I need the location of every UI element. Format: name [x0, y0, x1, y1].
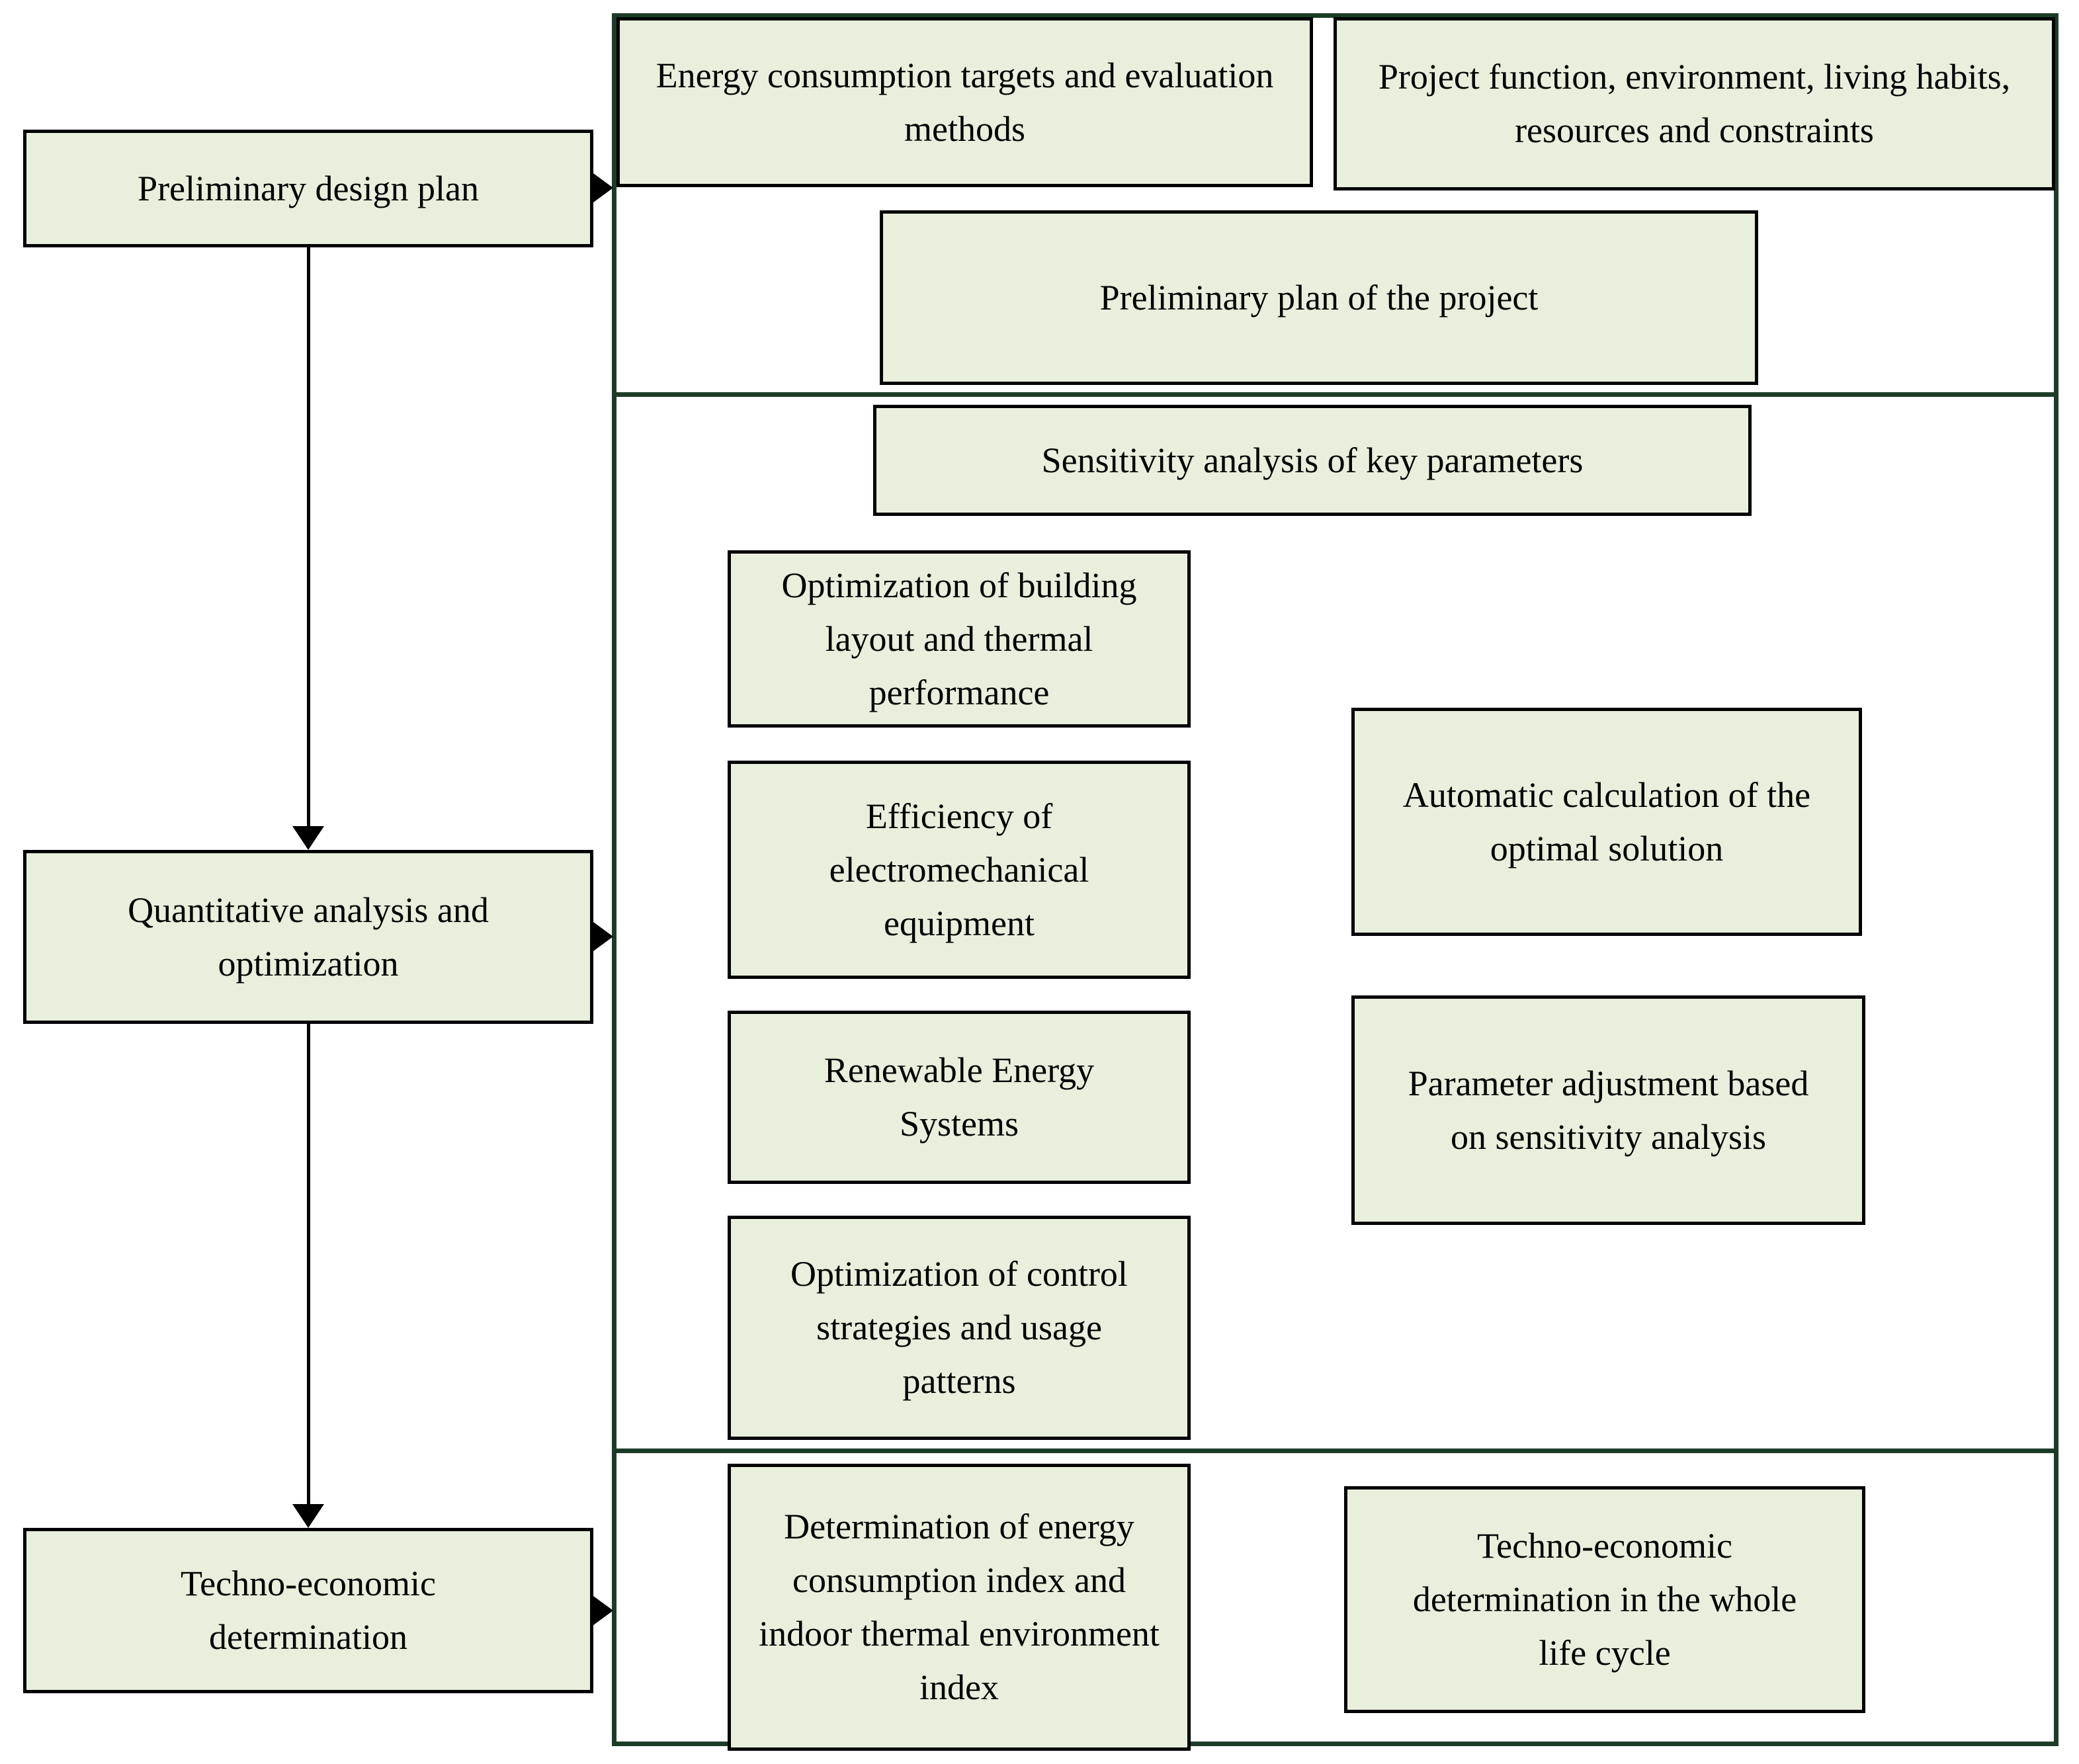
stage-box-quantitative-analysis: Quantitative analysis and optimization [23, 850, 593, 1024]
detail-box-building-layout: Optimization of building layout and ther… [728, 550, 1191, 728]
detail-box-equipment-efficiency: Efficiency of electromechanical equipmen… [728, 761, 1191, 979]
stage-box-techno-economic-determination: Techno-economic determination [23, 1528, 593, 1693]
detail-box-sensitivity-analysis: Sensitivity analysis of key parameters [873, 405, 1752, 516]
arrow-down-icon [292, 826, 324, 850]
section-separator-top [613, 392, 2057, 397]
arrow-right-icon [593, 1596, 613, 1625]
detail-box-energy-targets: Energy consumption targets and evaluatio… [616, 17, 1313, 187]
detail-box-life-cycle-determination: Techno-economic determination in the who… [1344, 1486, 1865, 1713]
detail-box-automatic-calculation: Automatic calculation of the optimal sol… [1351, 708, 1862, 936]
detail-box-preliminary-plan: Preliminary plan of the project [880, 210, 1758, 385]
detail-box-index-determination: Determination of energy consumption inde… [728, 1464, 1191, 1751]
stage-box-preliminary-design-plan: Preliminary design plan [23, 130, 593, 247]
connector-line-stage2-stage3 [307, 1024, 310, 1504]
arrow-right-icon [593, 922, 613, 951]
detail-box-parameter-adjustment: Parameter adjustment based on sensitivit… [1351, 995, 1865, 1225]
arrow-right-icon [593, 173, 613, 202]
arrow-down-icon [292, 1504, 324, 1528]
connector-line-stage1-stage2 [307, 247, 310, 826]
section-separator-bottom [613, 1449, 2057, 1453]
detail-box-renewable-energy: Renewable Energy Systems [728, 1011, 1191, 1184]
detail-box-control-strategies: Optimization of control strategies and u… [728, 1216, 1191, 1440]
detail-box-project-function: Project function, environment, living ha… [1334, 17, 2055, 190]
process-panel [612, 13, 2058, 1746]
